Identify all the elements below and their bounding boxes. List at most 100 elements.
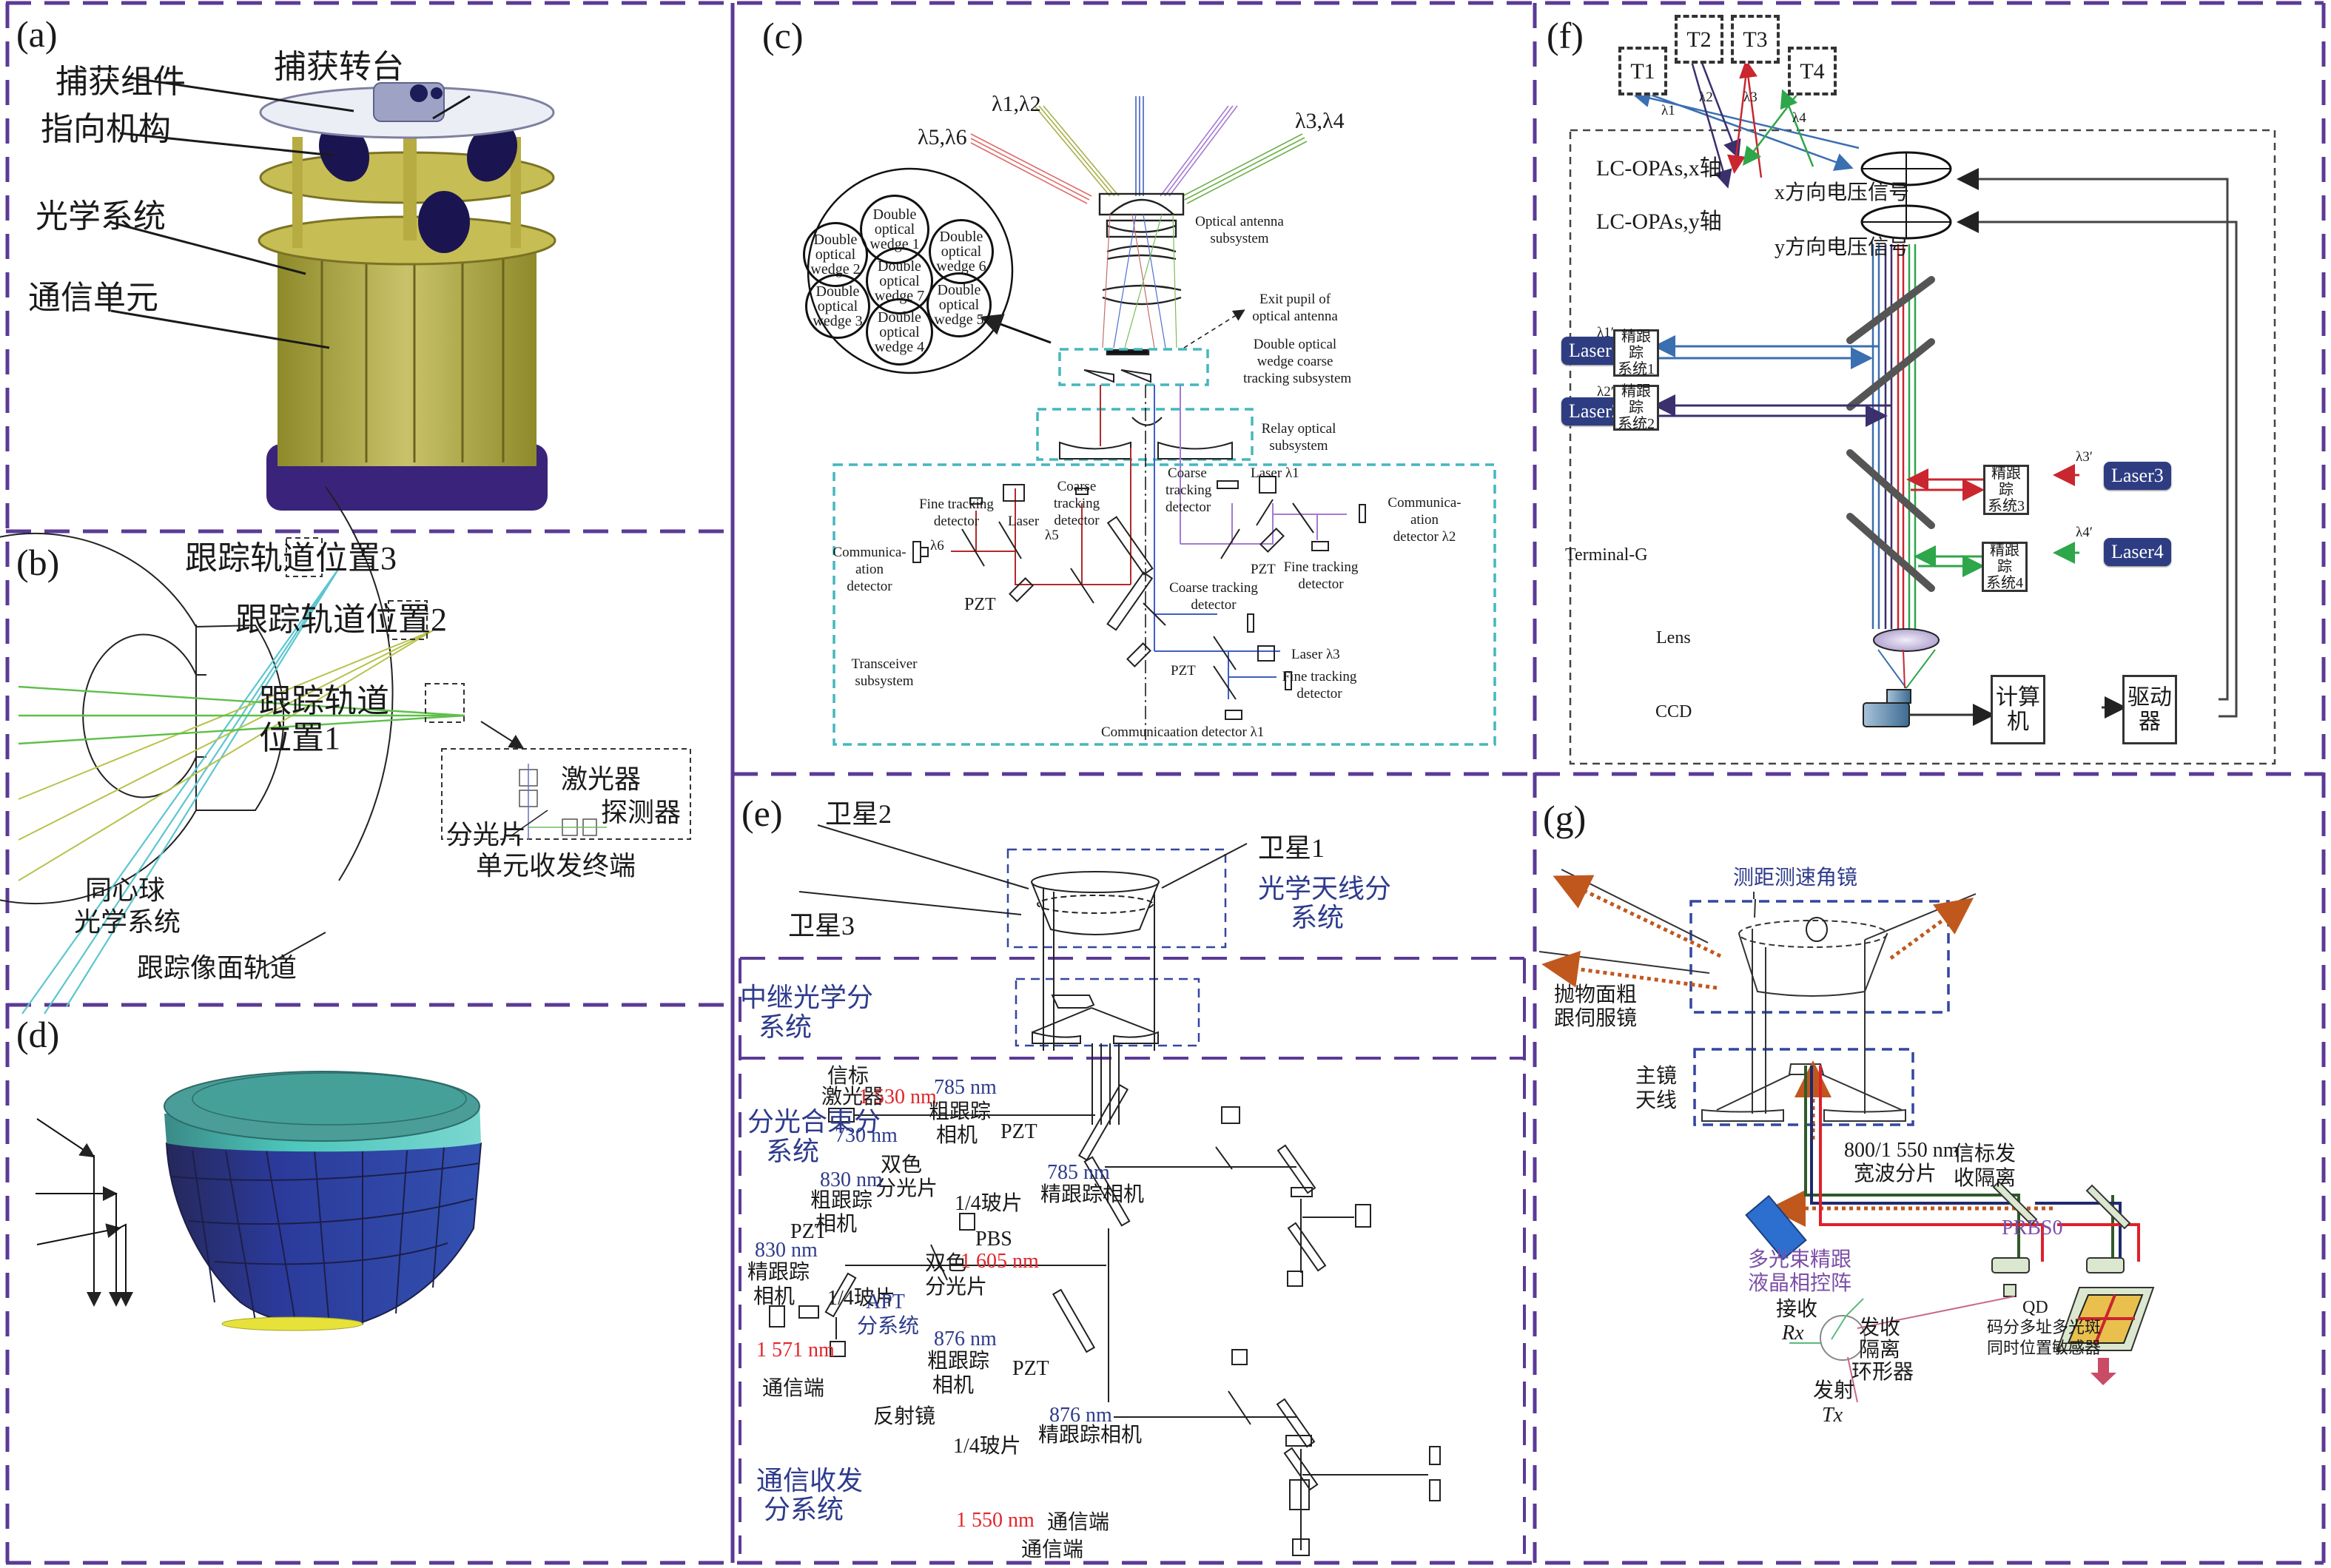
fine-tracking-low-1: Fine tracking [1282,669,1357,684]
comm-end-right: 通信端 [1047,1511,1110,1534]
primary-antenna-box [1693,1048,1914,1126]
pointing-mirror-2 [466,121,518,182]
pzt-876: PZT [1012,1357,1049,1380]
comm-right-1: Communica- [1388,495,1462,511]
parabolic-label-1: 抛物面粗 [1554,983,1638,1006]
antenna-subsystem-1: 光学天线分 [1258,874,1392,904]
lens-shape [1873,628,1940,652]
lambda-4: λ4 [1792,110,1806,126]
coarse-tracking-mid-1: Coarse [1168,465,1207,481]
wedge-subsystem-label-1: Double optical [1253,337,1337,352]
terminal-g-label: Terminal-G [1565,545,1648,565]
coarse-cam-830-2: 相机 [815,1213,858,1236]
wavelength-876-fine: 876 nm [1049,1404,1112,1427]
beam-lambda12: λ1,λ2 [992,92,1041,116]
wavelength-876-coarse: 876 nm [934,1328,997,1350]
pzt-830: PZT [790,1220,827,1243]
qd-label-3: 同时位置敏感器 [1987,1339,2102,1357]
tx-label-2: Tx [1822,1404,1843,1427]
pointing-mirror-3 [418,191,470,253]
apt-line2: 分系统 [857,1315,920,1338]
target-t1-label: T1 [1630,58,1655,84]
relay-subsystem-1: 中继光学分 [740,983,874,1012]
broadband-splitter-1: 800/1 550 nm [1844,1139,1960,1162]
wavelength-1550: 1 550 nm [956,1509,1035,1532]
relay-label-1: Relay optical [1261,421,1336,437]
optical-system-cylinders [278,248,536,466]
wavelength-1571: 1 571 nm [756,1339,835,1362]
computer-label: 计算机 [1996,685,2040,734]
circulator-label-1: 发收 [1859,1316,1901,1339]
wavelength-830-coarse: 830 nm [820,1168,883,1191]
coarse-cam-876-1: 粗跟踪 [927,1350,990,1373]
primary-label-1: 主镜 [1635,1065,1678,1088]
pbs-label: PBS [975,1228,1012,1251]
y-voltage-signal: y方向电压信号 [1775,236,1910,259]
driver-label: 驱动器 [2128,685,2172,734]
laser3-lambda: λ3′ [2076,449,2093,465]
dichroic-1-line1: 双色 [881,1154,923,1177]
relay-subsystem-box [1015,978,1200,1047]
fine-tracking-low-2: detector [1296,686,1342,701]
tracking-orbit-label: 跟踪像面轨道 [137,953,297,983]
beacon-laser-2: 激光器 [821,1086,884,1108]
fine-tracking-right-1: Fine tracking [1283,559,1359,575]
concentric-ball-label-2: 光学系统 [74,907,181,937]
lambda5-label: λ5 [1045,528,1059,543]
lambda-1: λ1 [1661,103,1675,118]
laser4-chip: Laser4 [2104,538,2171,566]
computer-box: 计算机 [1991,675,2045,744]
target-t2: T2 [1675,15,1723,64]
tracking-orbit [325,486,394,881]
coarse-tracking-mid-2: tracking [1166,482,1212,498]
panel-label-a: (a) [16,13,58,55]
fine-tracking-system-2: 精跟踪 系统2 [1613,383,1659,432]
transceiver-label-2: subsystem [855,673,914,689]
mirror-label: 反射镜 [873,1405,936,1428]
panel-label-g: (g) [1543,798,1587,839]
comm-end-bottom: 通信端 [1021,1538,1084,1561]
laser1-label: Laser λ1 [1251,465,1299,481]
antenna-label-1: Optical antenna [1195,214,1284,229]
lens-label: Lens [1656,628,1691,647]
circulator-label-3: 环形器 [1851,1361,1914,1384]
wedge-subsystem-box [1058,348,1209,386]
comm-left-2: ation [855,562,884,577]
satellite-2: 卫星2 [825,799,892,829]
panel-e-diagram [769,824,1441,1556]
laser2-lambda: λ2′ [1597,384,1614,400]
laser3-label: Laser λ3 [1291,647,1340,662]
relay-subsystem-box [1036,408,1254,461]
rx-label-1: 接收 [1776,1298,1818,1321]
apt-line1: APT [866,1291,905,1313]
panel-label-b: (b) [16,542,60,583]
coarse-tracking-low-1: Coarse tracking [1169,580,1258,596]
beacon-isolation-1: 信标发 [1954,1143,2016,1165]
panel-a-model [109,76,556,511]
lambda-2: λ2 [1699,90,1713,105]
ccd-label: CCD [1655,702,1692,721]
coarse-tracking-low-2: detector [1191,597,1237,613]
exit-pupil-label-2: optical antenna [1252,309,1338,324]
antenna-subsystem-box [1006,848,1227,949]
laser5-label: Laser [1008,514,1040,529]
panel-frames [5,1,2326,1565]
comm-bottom-label: Communicaation detector λ1 [1101,724,1265,740]
coarse-cam-876-2: 相机 [932,1374,975,1397]
dichroic-2-line2: 分光片 [925,1276,988,1299]
ccd-shape [1863,702,1910,727]
callout-comm-unit: 通信单元 [28,280,158,316]
coarse-cam-785-1: 粗跟踪 [929,1100,992,1123]
beam-combine-2: 系统 [766,1137,820,1166]
panel-label-c: (c) [762,15,804,56]
panel-label-d: (d) [16,1014,60,1055]
tracking-position-1-line1: 跟踪轨道 [259,683,389,719]
